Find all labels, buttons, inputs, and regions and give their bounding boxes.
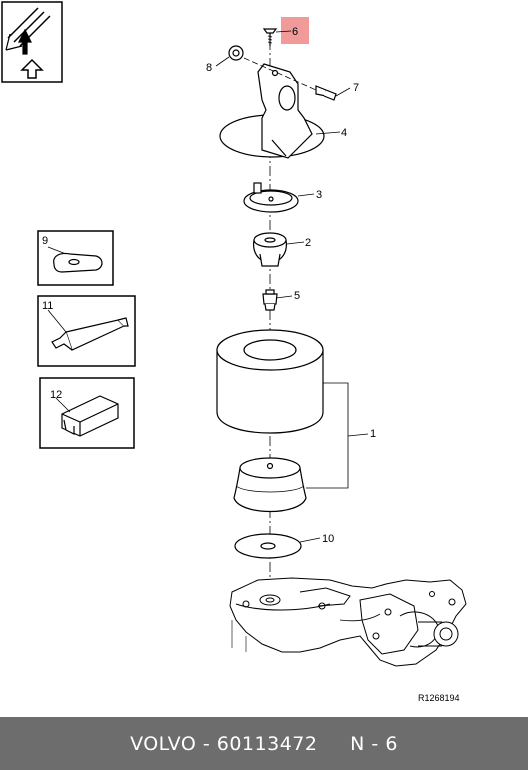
callout-10: 10 (322, 533, 334, 545)
axle-assembly (229, 577, 467, 667)
inset-box-9 (37, 230, 114, 286)
inset-box-11 (37, 295, 136, 367)
callout-4: 4 (341, 127, 347, 139)
bolt-part-7 (243, 57, 337, 101)
callout-3: 3 (316, 189, 322, 201)
callout-12: 12 (50, 389, 62, 401)
bump-stop-part-2 (253, 232, 287, 267)
callout-2: 2 (305, 237, 311, 249)
nut-part-8 (228, 45, 244, 61)
footer-part-number: 60113472 (216, 732, 318, 755)
part-number-footer: VOLVO - 60113472 N - 6 (0, 717, 528, 770)
callout-11: 11 (42, 300, 53, 312)
washer-part-10 (234, 533, 302, 559)
bracket-part-4 (219, 63, 325, 159)
exploded-parts-diagram: 6 8 7 4 3 2 5 1 10 9 11 12 R1268194 (1, 1, 467, 703)
valve-part-5 (262, 289, 278, 311)
orientation-icon (1, 1, 63, 83)
drawing-reference: R1268194 (418, 693, 460, 703)
footer-separator: - (196, 732, 217, 755)
callout-5: 5 (294, 290, 300, 302)
callout-9: 9 (42, 235, 48, 247)
highlight-box-6 (281, 17, 309, 44)
inset-box-12 (39, 377, 135, 449)
callout-6: 6 (292, 26, 298, 38)
top-plate-part-3 (243, 182, 299, 213)
air-spring-part-1 (216, 329, 324, 513)
callout-1: 1 (370, 428, 376, 440)
footer-brand: VOLVO (130, 732, 197, 755)
callout-7: 7 (353, 82, 359, 94)
callout-8: 8 (206, 62, 212, 74)
footer-position: N - 6 (350, 732, 398, 755)
footer-gap (317, 733, 350, 755)
screw-part-6 (262, 28, 278, 46)
